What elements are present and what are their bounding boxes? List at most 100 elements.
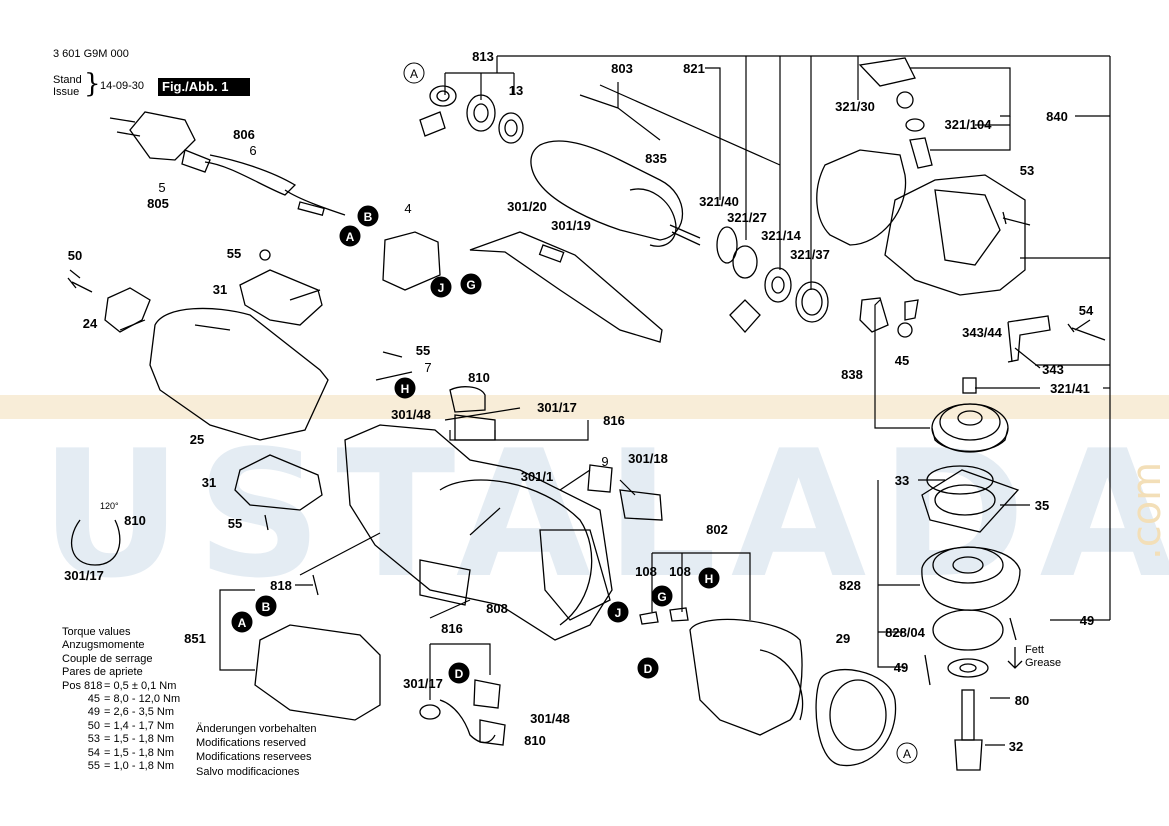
torque-row: 50= 1,4 - 1,7 Nm bbox=[87, 719, 175, 732]
leader-lines bbox=[69, 55, 1111, 746]
callout-A-bottom: A bbox=[231, 611, 253, 633]
mod-line-es: Salvo modificaciones bbox=[196, 765, 300, 778]
label-108b: 108 bbox=[669, 564, 691, 579]
mod-line-en: Modifications reserved bbox=[196, 737, 307, 750]
label-301-1: 301/1 bbox=[521, 469, 554, 484]
callout-B-cable: B bbox=[357, 205, 379, 227]
label-49b: 49 bbox=[894, 660, 908, 675]
label-321-27: 321/27 bbox=[727, 210, 767, 225]
label-835: 835 bbox=[645, 151, 667, 166]
label-7: 7 bbox=[424, 360, 431, 375]
callout-D-right: D bbox=[637, 657, 659, 679]
label-840: 840 bbox=[1046, 109, 1068, 124]
issue-date: 14-09-30 bbox=[100, 80, 145, 92]
svg-text:G: G bbox=[657, 590, 666, 604]
label-301-20: 301/20 bbox=[507, 199, 547, 214]
label-818: 818 bbox=[270, 578, 292, 593]
label-54: 54 bbox=[1079, 303, 1094, 318]
callout-H-mid: H bbox=[394, 377, 416, 399]
svg-text:J: J bbox=[615, 606, 622, 620]
callout-A-cable: A bbox=[339, 225, 361, 247]
power-plug-part bbox=[109, 111, 346, 217]
label-838: 838 bbox=[841, 367, 863, 382]
torque-row: 53= 1,5 - 1,8 Nm bbox=[87, 733, 175, 746]
label-321-30: 321/30 bbox=[835, 99, 875, 114]
mod-line-de: Änderungen vorbehalten bbox=[196, 723, 317, 735]
part-labels: 813 803 821 13 835 321/30 321/104 840 53… bbox=[64, 49, 1094, 754]
label-25: 25 bbox=[190, 432, 204, 447]
label-301-17c: 301/17 bbox=[403, 676, 443, 691]
label-343-44: 343/44 bbox=[962, 325, 1003, 340]
label-24: 24 bbox=[83, 316, 98, 331]
label-80: 80 bbox=[1015, 693, 1029, 708]
main-housing-part bbox=[344, 231, 663, 641]
label-321-37: 321/37 bbox=[790, 247, 830, 262]
callout-H-bottom: H bbox=[698, 567, 720, 589]
callout-B-bottom: B bbox=[255, 595, 277, 617]
watermark-text: USTALADA bbox=[40, 414, 1169, 617]
label-301-18: 301/18 bbox=[628, 451, 668, 466]
svg-text:A: A bbox=[346, 230, 355, 244]
label-816b: 816 bbox=[441, 621, 463, 636]
stator-part bbox=[419, 607, 1023, 767]
callout-J-bottom: J bbox=[607, 601, 629, 623]
callout-A-right: A bbox=[896, 742, 918, 764]
label-31a: 31 bbox=[213, 282, 227, 297]
label-828-04: 828/04 bbox=[885, 625, 926, 640]
torque-row: 54= 1,5 - 1,8 Nm bbox=[87, 746, 175, 759]
doc-number: 3 601 G9M 000 bbox=[53, 48, 129, 60]
svg-text:A: A bbox=[410, 67, 418, 81]
label-851: 851 bbox=[184, 631, 206, 646]
label-343: 343 bbox=[1042, 362, 1064, 377]
label-301-17a: 301/17 bbox=[537, 400, 577, 415]
torque-title-es: Pares de apriete bbox=[62, 666, 143, 679]
torque-row: 49= 2,6 - 3,5 Nm bbox=[87, 706, 175, 719]
torque-row: Pos 818= 0,5 ± 0,1 Nm bbox=[62, 679, 177, 692]
figure-badge: Fig./Abb. 1 bbox=[158, 78, 250, 96]
label-5: 5 bbox=[158, 180, 165, 195]
svg-text:H: H bbox=[401, 382, 410, 396]
label-816a: 816 bbox=[603, 413, 625, 428]
label-50: 50 bbox=[68, 248, 82, 263]
label-55c: 55 bbox=[228, 516, 242, 531]
svg-text:D: D bbox=[455, 667, 464, 681]
label-35: 35 bbox=[1035, 498, 1049, 513]
label-321-41: 321/41 bbox=[1050, 381, 1090, 396]
label-321-104: 321/104 bbox=[945, 117, 993, 132]
torque-row: 55= 1,0 - 1,8 Nm bbox=[87, 760, 175, 773]
label-802: 802 bbox=[706, 522, 728, 537]
label-29: 29 bbox=[836, 631, 850, 646]
modifications-note: Änderungen vorbehalten Modifications res… bbox=[196, 722, 316, 779]
svg-text:D: D bbox=[644, 662, 653, 676]
label-49a: 49 bbox=[1080, 613, 1094, 628]
label-301-48b: 301/48 bbox=[530, 711, 570, 726]
label-805: 805 bbox=[147, 196, 169, 211]
grease-note-line1: Fett bbox=[1025, 644, 1044, 656]
label-45: 45 bbox=[895, 353, 909, 368]
issue-label: Issue bbox=[53, 86, 80, 98]
header-brace: } bbox=[84, 69, 101, 99]
label-9: 9 bbox=[601, 454, 608, 469]
angle-note: 120° bbox=[100, 501, 119, 511]
label-810c: 810 bbox=[524, 733, 546, 748]
label-33: 33 bbox=[895, 473, 909, 488]
label-813: 813 bbox=[472, 49, 494, 64]
label-821: 821 bbox=[683, 61, 705, 76]
bevel-gear-part bbox=[921, 403, 1021, 771]
label-803: 803 bbox=[611, 61, 633, 76]
label-808: 808 bbox=[486, 601, 508, 616]
torque-title-de: Anzugsmomente bbox=[62, 639, 145, 652]
motor-housing-part bbox=[67, 249, 413, 721]
label-301-48a: 301/48 bbox=[391, 407, 431, 422]
label-301-19: 301/19 bbox=[551, 218, 591, 233]
label-301-17b: 301/17 bbox=[64, 568, 104, 583]
torque-values-table: Torque values Anzugsmomente Couple de se… bbox=[62, 626, 180, 773]
label-32: 32 bbox=[1009, 739, 1023, 754]
callout-G-top: G bbox=[460, 273, 482, 295]
callout-J-top: J bbox=[430, 276, 452, 298]
callout-D-left: D bbox=[448, 662, 470, 684]
label-321-14: 321/14 bbox=[761, 228, 802, 243]
armature-part bbox=[419, 85, 829, 333]
